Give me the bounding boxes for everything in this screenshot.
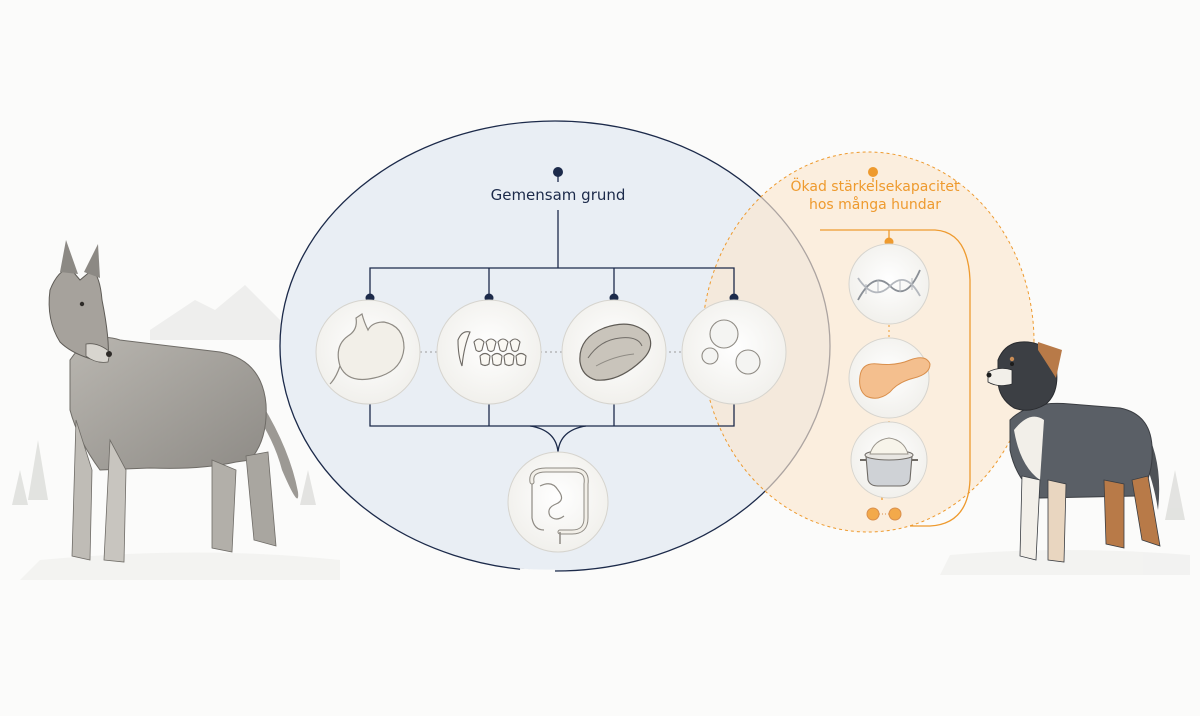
dog-illustration	[986, 341, 1161, 563]
starch-capacity-title-line1: Ökad stärkelsekapacitet	[790, 179, 960, 195]
glucose-icon	[866, 507, 902, 521]
wolf-illustration	[48, 240, 299, 563]
starch-capacity-title: Ökad stärkelsekapacitet hos många hundar	[782, 178, 968, 214]
teeth-icon	[436, 299, 542, 405]
dna-icon	[848, 243, 930, 325]
meat-icon	[561, 299, 667, 405]
background-landscape	[12, 285, 1190, 580]
pancreas-icon	[848, 337, 931, 419]
rice-pot-icon	[850, 421, 928, 499]
common-ground-connectors	[369, 174, 735, 453]
fat-globules-icon	[681, 299, 787, 405]
common-ground-title: Gemensam grund	[490, 186, 626, 204]
intestine-icon	[507, 451, 609, 553]
starch-capacity-title-line2: hos många hundar	[808, 197, 942, 213]
stomach-icon	[315, 299, 421, 405]
